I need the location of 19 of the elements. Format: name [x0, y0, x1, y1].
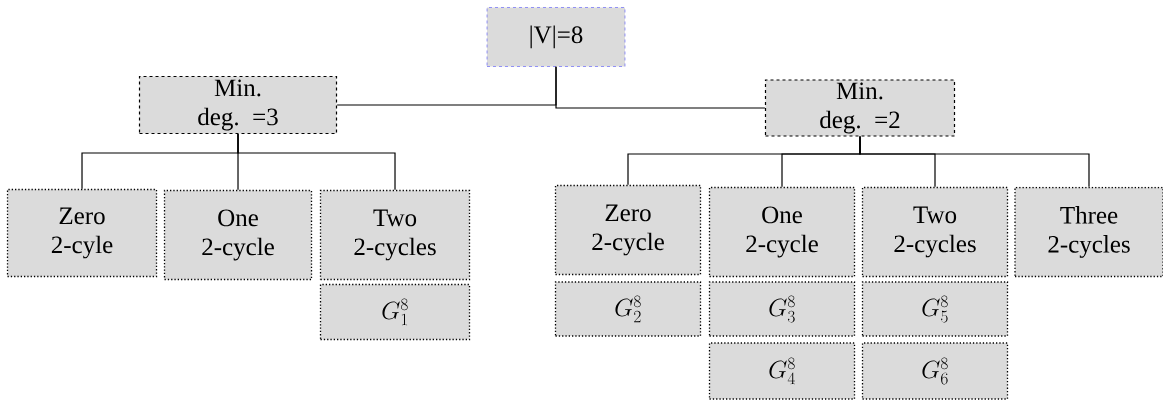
group-box: Two 2-cycles: [319, 189, 471, 281]
graph-box: $G_6^8$: [861, 342, 1009, 400]
connector-line: [555, 66, 766, 109]
graph-box: $G_5^8$: [861, 281, 1009, 337]
graph-box: $G_4^8$: [708, 342, 856, 400]
connector-line: [237, 133, 396, 191]
group-box: One 2-cycle: [708, 186, 856, 278]
group-box: Two 2-cycles: [861, 186, 1009, 278]
category-box: Min. deg. =3: [138, 75, 338, 135]
group-box: One 2-cycle: [163, 189, 313, 281]
category-box: Min. deg. =2: [764, 79, 956, 137]
graph-box: $G_1^8$: [319, 283, 471, 341]
graph-box: $G_3^8$: [708, 281, 856, 337]
graph-box: $G_2^8$: [554, 281, 702, 337]
connector-line: [859, 136, 1090, 188]
root-box: |V|=8: [486, 7, 626, 67]
group-box: Zero 2-cycle: [554, 184, 702, 276]
group-box: Three 2-cycles: [1014, 186, 1163, 278]
group-box: Zero 2-cyle: [6, 188, 158, 278]
